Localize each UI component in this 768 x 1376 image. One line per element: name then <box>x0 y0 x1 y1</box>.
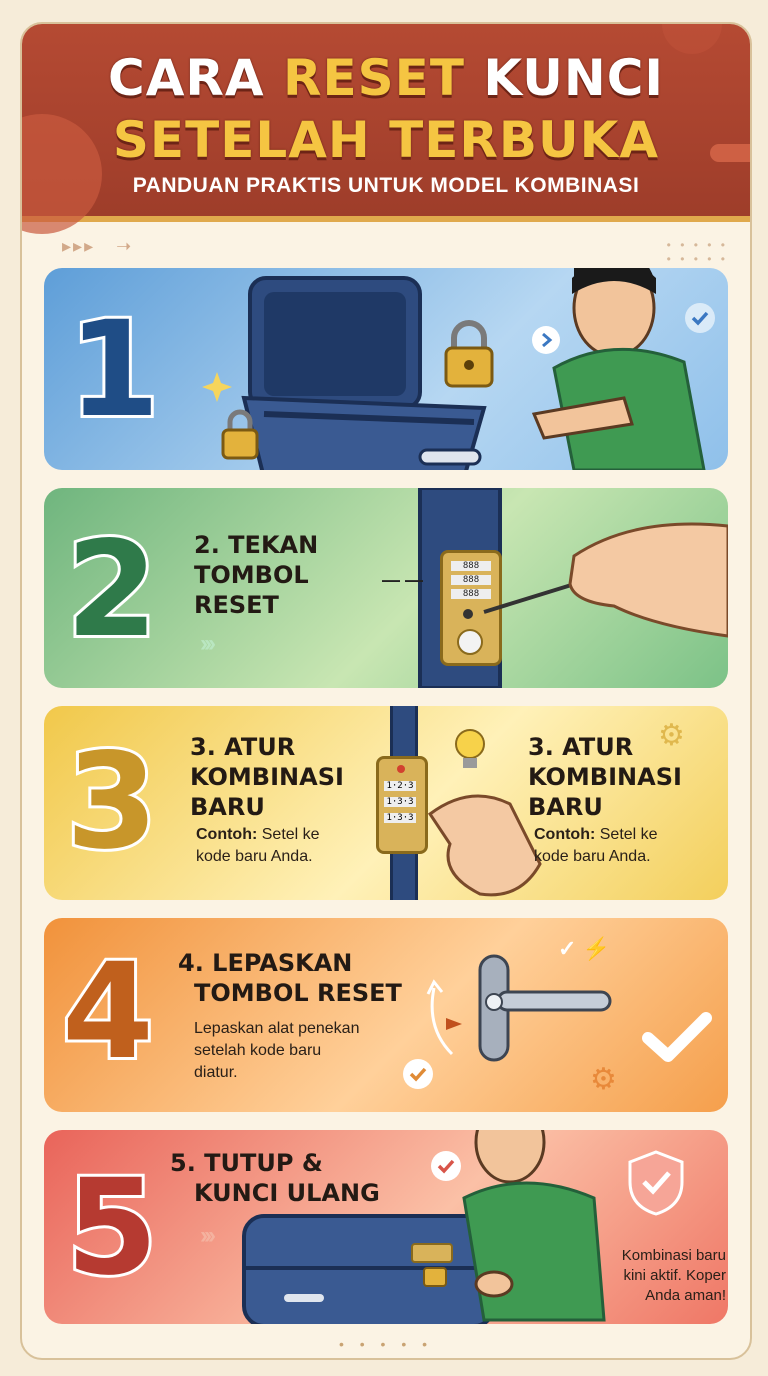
step-5-number: 5 <box>63 1151 161 1305</box>
padlock-icon <box>444 320 494 388</box>
step-3-desc-rest: Setel ke <box>595 826 658 843</box>
lock-dial[interactable]: 888 <box>451 575 491 585</box>
man-closing-suitcase-illustration <box>462 1130 606 1322</box>
dial-lock: 1·2·3 1·3·3 1·3·3 <box>376 756 428 854</box>
title-word-kunci: KUNCI <box>483 49 664 107</box>
step-2-title-line: 2. TEKAN <box>194 531 319 559</box>
lock-dial[interactable]: 888 <box>451 589 491 599</box>
step-2-title-line: TOMBOL <box>194 561 309 589</box>
step-5-title-line: KUNCI ULANG <box>194 1179 380 1207</box>
lightbulb-icon <box>455 729 485 768</box>
lock-dial[interactable]: 1·2·3 <box>384 781 416 791</box>
handle-lever-illustration <box>478 954 612 1062</box>
lock-red-indicator <box>397 765 405 773</box>
step-2-title-line: RESET <box>194 591 279 619</box>
step-5-title: 5. TUTUP & KUNCI ULANG <box>170 1148 380 1208</box>
step-3-desc-bold: Contoh: <box>196 826 258 843</box>
gear-icon: ⚙ <box>658 719 685 752</box>
step-4-number: 4 <box>59 935 157 1089</box>
step-4-title: 4. LEPASKAN TOMBOL RESET <box>178 948 402 1008</box>
title-word-reset: RESET <box>283 49 465 107</box>
decorative-dots: • • • • •• • • • • <box>666 238 728 266</box>
step-5-note-line: Kombinasi baru <box>621 1247 726 1264</box>
page-subtitle: PANDUAN PRAKTIS UNTUK MODEL KOMBINASI <box>132 174 640 197</box>
gear-icon: ⚙ <box>590 1063 617 1096</box>
closed-suitcase-illustration <box>242 1214 496 1324</box>
step-3-desc-line2: kode baru Anda. <box>534 848 651 865</box>
step-3-desc-line2: kode baru Anda. <box>196 848 313 865</box>
man-pointing-illustration <box>531 268 706 470</box>
step-3-title-line: 3. ATUR <box>190 733 296 761</box>
sparkle-check-icon: ✓ ⚡ <box>558 936 610 961</box>
step-4-desc-line: setelah kode baru <box>194 1042 322 1059</box>
step-2-number: 2 <box>63 513 161 667</box>
sparkle-icon <box>202 372 232 402</box>
step-3-card: 3 3. ATUR KOMBINASI BARU Contoh: Setel k… <box>44 706 728 900</box>
large-check-icon <box>642 1012 712 1062</box>
step-1-card: 1 <box>44 268 728 470</box>
hand-with-pin-illustration <box>483 522 728 638</box>
open-suitcase-illustration <box>241 276 487 470</box>
step-3-number: 3 <box>63 725 161 879</box>
step-3-title: 3. ATUR KOMBINASI BARU <box>190 732 344 822</box>
step-3-title-right: 3. ATUR KOMBINASI BARU <box>528 732 682 822</box>
lock-dial[interactable]: 1·3·3 <box>384 813 416 823</box>
step-4-desc-line: diatur. <box>194 1064 238 1081</box>
chat-bubble-icon <box>532 326 560 354</box>
step-3-title-line: 3. ATUR <box>528 733 634 761</box>
lock-dial[interactable]: 888 <box>451 561 491 571</box>
step-1-number: 1 <box>65 293 163 447</box>
tap-lines-icon: — — <box>382 570 424 590</box>
check-circle-icon <box>685 303 715 333</box>
step-5-title-line: 5. TUTUP & <box>170 1149 323 1177</box>
chevrons-right-icon: ››› <box>200 630 216 657</box>
step-4-desc-line: Lepaskan alat penekan <box>194 1020 360 1037</box>
infographic-frame: CARA RESET KUNCI SETELAH TERBUKA PANDUAN… <box>20 22 752 1360</box>
shield-check-icon <box>628 1150 684 1216</box>
reset-button-hole[interactable] <box>463 609 473 619</box>
step-5-card: 5 5. TUTUP & KUNCI ULANG ››› Kom <box>44 1130 728 1324</box>
step-3-title-line: KOMBINASI <box>190 763 344 791</box>
chevrons-right-icon: ››› <box>200 1222 216 1249</box>
step-4-card: 4 4. LEPASKAN TOMBOL RESET Lepaskan alat… <box>44 918 728 1112</box>
step-4-description: Lepaskan alat penekan setelah kode baru … <box>194 1018 359 1084</box>
page-title-line1: CARA RESET KUNCI <box>22 50 750 106</box>
step-2-card: 2 2. TEKAN TOMBOL RESET ››› 888 888 888 … <box>44 488 728 688</box>
check-circle-icon <box>431 1151 461 1181</box>
footer-dots: • • • • • <box>338 1336 434 1352</box>
step-3-desc-rest: Setel ke <box>257 826 320 843</box>
title-word-cara: CARA <box>108 49 265 107</box>
step-5-note: Kombinasi baru kini aktif. Koper Anda am… <box>596 1246 726 1306</box>
step-5-note-line: Anda aman! <box>645 1287 726 1304</box>
step-3-title-line: BARU <box>190 793 265 821</box>
step-4-title-line: TOMBOL RESET <box>194 979 402 1007</box>
step-4-title-line: 4. LEPASKAN <box>178 949 353 977</box>
page-title-line2: SETELAH TERBUKA <box>112 111 660 169</box>
decorative-arrows: ▸▸▸ ➝ <box>62 236 134 256</box>
check-circle-icon <box>403 1059 433 1089</box>
step-3-description: Contoh: Setel ke kode baru Anda. <box>196 824 320 868</box>
keyhole-icon <box>457 629 483 655</box>
step-3-description-right: Contoh: Setel ke kode baru Anda. <box>534 824 658 868</box>
step-3-desc-bold: Contoh: <box>534 826 596 843</box>
step-5-note-line: kini aktif. Koper <box>623 1267 726 1284</box>
step-2-title: 2. TEKAN TOMBOL RESET <box>194 530 318 620</box>
step-3-title-line: KOMBINASI <box>528 763 682 791</box>
hand-turning-dial-illustration <box>427 794 542 897</box>
step-3-title-line: BARU <box>528 793 603 821</box>
header-banner: CARA RESET KUNCI SETELAH TERBUKA PANDUAN… <box>22 24 750 234</box>
small-padlock-icon <box>221 409 259 460</box>
release-arrow-icon <box>426 979 462 1056</box>
lock-dial[interactable]: 1·3·3 <box>384 797 416 807</box>
